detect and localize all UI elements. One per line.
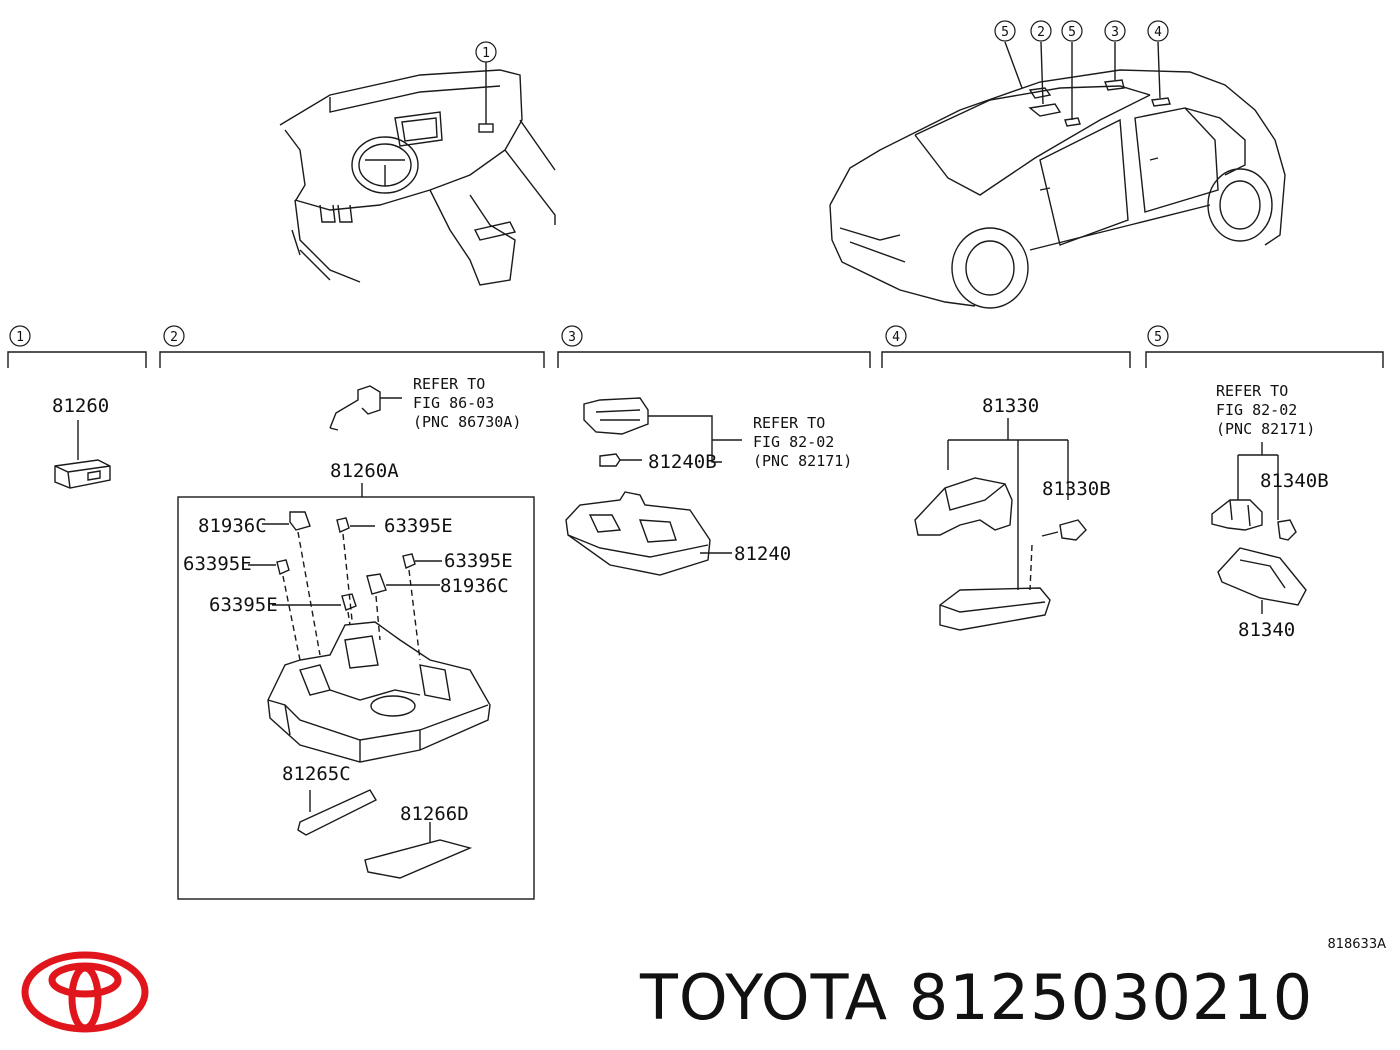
part-label-81936C: 81936C — [198, 515, 267, 537]
section-number: 3 — [568, 330, 576, 345]
callout-number: 3 — [1111, 25, 1119, 40]
part-label-81260: 81260 — [52, 395, 109, 417]
reference-note-section2: REFER TO FIG 86-03 (PNC 86730A) — [413, 375, 521, 431]
reference-line: (PNC 86730A) — [413, 413, 521, 431]
part-81260-drawing — [54, 420, 111, 489]
dashboard-illustration — [279, 62, 556, 286]
part-labels: 81260 81260A 81936C 63395E 63395E 63395E… — [52, 395, 1329, 825]
part-label-63395E: 63395E — [444, 550, 513, 572]
reference-line: FIG 82-02 — [1216, 401, 1297, 419]
reference-line: (PNC 82171) — [1216, 420, 1315, 438]
part-label-81266D: 81266D — [400, 803, 469, 825]
section-number: 5 — [1154, 330, 1162, 345]
reference-line: REFER TO — [753, 414, 825, 432]
part-label-81265C: 81265C — [282, 763, 351, 785]
part-label-63395E: 63395E — [384, 515, 453, 537]
part-label-81260A: 81260A — [330, 460, 399, 482]
part-label-81240B: 81240B — [648, 451, 717, 473]
callout-number: 2 — [1037, 25, 1045, 40]
section-number: 2 — [170, 330, 178, 345]
callout-number: 5 — [1001, 25, 1009, 40]
section-number: 1 — [16, 330, 24, 345]
reference-line: FIG 86-03 — [413, 394, 494, 412]
section4-drawing — [914, 418, 1087, 631]
car-illustration — [829, 41, 1286, 309]
reference-line: REFER TO — [413, 375, 485, 393]
section-number: 4 — [892, 330, 900, 345]
reference-line: (PNC 82171) — [753, 452, 852, 470]
section-brackets — [7, 351, 1384, 368]
footer-part-title: TOYOTA 8125030210 — [640, 958, 1390, 1038]
part-label-81340: 81340 — [1238, 619, 1295, 641]
callout-number: 5 — [1068, 25, 1076, 40]
reference-line: REFER TO — [1216, 382, 1288, 400]
toyota-logo-icon — [21, 951, 149, 1033]
reference-note-section3: REFER TO FIG 82-02 (PNC 82171) — [753, 414, 852, 470]
part-label-81240: 81240 — [734, 543, 791, 565]
part-number: 8125030210 — [908, 961, 1314, 1034]
part-label-81340B: 81340B — [1260, 470, 1329, 492]
section2-drawing — [177, 385, 535, 900]
illustration-callouts: 1 5 2 5 3 4 — [475, 20, 1169, 63]
part-label-81936C: 81936C — [440, 575, 509, 597]
section3-drawing — [565, 397, 742, 576]
diagram-code: 818633A — [1327, 937, 1386, 952]
part-label-81330B: 81330B — [1042, 478, 1111, 500]
section-number-markers: 1 2 3 4 5 — [9, 325, 1169, 347]
section5-drawing — [1211, 442, 1307, 614]
part-label-63395E: 63395E — [183, 553, 252, 575]
brand-name: TOYOTA — [640, 961, 889, 1034]
part-label-81330: 81330 — [982, 395, 1039, 417]
callout-number: 1 — [482, 46, 490, 61]
reference-note-section5: REFER TO FIG 82-02 (PNC 82171) — [1216, 382, 1315, 438]
part-label-63395E: 63395E — [209, 594, 278, 616]
reference-line: FIG 82-02 — [753, 433, 834, 451]
callout-number: 4 — [1154, 25, 1162, 40]
